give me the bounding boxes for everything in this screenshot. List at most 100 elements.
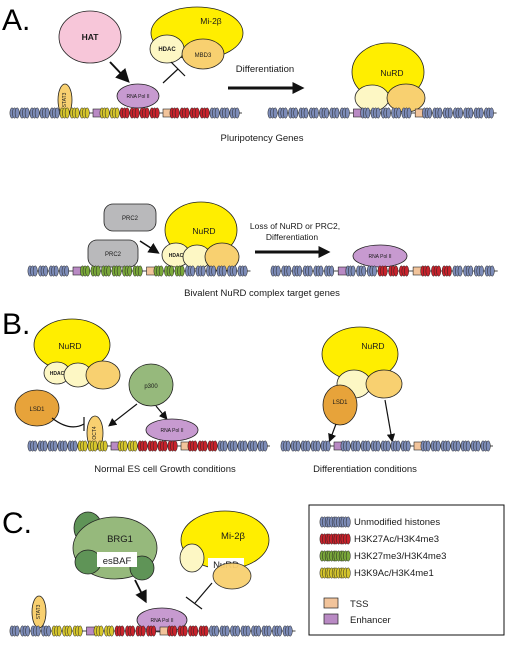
loss-caption-line1: Loss of NuRD or PRC2,: [250, 221, 340, 231]
histone-nucleosome: [288, 107, 299, 119]
histone-nucleosome: [442, 107, 453, 119]
histone-nucleosome: [227, 440, 238, 452]
histone-nucleosome: [340, 440, 351, 452]
panel-label-c: C.: [2, 507, 32, 540]
histone-nucleosome: [440, 440, 451, 452]
histone-nucleosome: [270, 265, 281, 277]
histone-nucleosome: [480, 440, 491, 452]
histone-nucleosome: [177, 625, 188, 637]
histone-nucleosome: [324, 265, 335, 277]
histone-nucleosome: [47, 440, 58, 452]
histone-nucleosome: [80, 265, 91, 277]
histone-nucleosome: [300, 440, 311, 452]
histone-nucleosome: [281, 265, 292, 277]
chromatin-bivalent-left: [27, 265, 251, 277]
nurd-label-bivalent: NuRD: [192, 226, 215, 236]
histone-nucleosome: [219, 107, 230, 119]
histone-nucleosome: [366, 265, 377, 277]
histone-nucleosome: [302, 265, 313, 277]
chromatin-c: [9, 625, 296, 637]
histone-nucleosome: [370, 440, 381, 452]
histone-nucleosome: [388, 265, 399, 277]
nurd-label-b-left: NuRD: [58, 341, 81, 351]
histone-nucleosome: [135, 625, 146, 637]
mi2b-inhibition-a: [162, 61, 186, 84]
histone-nucleosome: [104, 625, 115, 637]
histone-nucleosome: [195, 265, 206, 277]
histone-nucleosome: [132, 265, 143, 277]
chromatin-b-left: [27, 440, 270, 452]
pluripotency-caption: Pluripotency Genes: [221, 133, 304, 144]
nurd-label-a: NuRD: [380, 68, 403, 78]
histone-nucleosome: [340, 533, 351, 545]
histone-nucleosome: [90, 265, 101, 277]
lsd1-inhibition-b: [51, 417, 85, 431]
brg1-label: BRG1: [107, 534, 133, 545]
hat-protein: HAT: [58, 10, 122, 64]
normal-caption: Normal ES cell Growth conditions: [94, 464, 236, 475]
histone-nucleosome: [199, 107, 210, 119]
histone-nucleosome: [339, 107, 350, 119]
enhancer-box: [72, 266, 82, 276]
histone-nucleosome: [117, 440, 128, 452]
panel-label-b: B.: [2, 308, 30, 341]
histone-nucleosome: [272, 625, 283, 637]
histone-nucleosome: [209, 107, 220, 119]
legend-item-label: H3K9Ac/H3K4me1: [354, 568, 434, 579]
lsd1-b-right: LSD1: [322, 384, 358, 426]
histone-nucleosome: [473, 265, 484, 277]
histone-nucleosome: [48, 265, 59, 277]
histone-nucleosome: [122, 265, 133, 277]
histone-nucleosome: [79, 107, 90, 119]
lsd1-to-enhancer-arrow: [328, 423, 337, 443]
mi2b-nurd-complex-c: Mi-2β NuRD NuRD: [179, 510, 270, 590]
histone-nucleosome: [207, 440, 218, 452]
differentiation-caption-a: Differentiation: [236, 64, 294, 75]
histone-nucleosome: [229, 107, 240, 119]
histone-nucleosome: [114, 625, 125, 637]
nurd-complex-b-left: NuRD HDAC: [33, 318, 121, 390]
rna-pol-label-c: RNA Pol II: [150, 618, 173, 624]
oct4-label-b: OCT4: [92, 426, 98, 440]
histone-nucleosome: [188, 625, 199, 637]
rna-pol-b: RNA Pol II: [145, 418, 199, 442]
histone-nucleosome: [422, 107, 433, 119]
histone-nucleosome: [441, 265, 452, 277]
histone-nucleosome: [127, 440, 138, 452]
histone-nucleosome: [432, 107, 443, 119]
histone-nucleosome: [350, 440, 361, 452]
bivalent-caption: Bivalent NuRD complex target genes: [184, 288, 340, 299]
histone-nucleosome: [59, 107, 70, 119]
histone-nucleosome: [310, 440, 321, 452]
histone-nucleosome: [261, 625, 272, 637]
histone-nucleosome: [109, 107, 120, 119]
histone-nucleosome: [27, 265, 38, 277]
histone-nucleosome: [484, 265, 495, 277]
legend-enhancer-swatch: [323, 613, 339, 625]
histone-nucleosome: [41, 625, 52, 637]
lsd1-label-b-right: LSD1: [332, 400, 348, 406]
histone-nucleosome: [27, 440, 38, 452]
histone-nucleosome: [237, 440, 248, 452]
mi2b-complex-a: Mi-2β HDAC MBD3: [149, 6, 244, 70]
histone-nucleosome: [97, 440, 108, 452]
histone-nucleosome: [189, 107, 200, 119]
legend-item: H3K27me3/H3K4me3: [319, 550, 446, 562]
mi2b-label-a: Mi-2β: [200, 16, 222, 26]
rna-pol-a: RNA Pol II: [116, 83, 160, 109]
prc2-top: PRC2: [103, 203, 157, 232]
histone-nucleosome: [217, 440, 228, 452]
histone-nucleosome: [329, 107, 340, 119]
legend-item-label: Unmodified histones: [354, 517, 440, 528]
legend-tss-swatch: [323, 597, 339, 609]
lsd1-label-b-left: LSD1: [29, 407, 45, 413]
hdac-label-b: HDAC: [50, 371, 65, 377]
histone-nucleosome: [30, 625, 41, 637]
panel-label-a: A.: [2, 4, 30, 37]
esbaf-label: esBAF: [103, 556, 132, 567]
legend: Unmodified histonesH3K27Ac/H3K4me3H3K27m…: [308, 504, 505, 636]
histone-nucleosome: [460, 440, 471, 452]
prc2-arrow: [139, 240, 160, 254]
histone-nucleosome: [129, 107, 140, 119]
histone-nucleosome: [430, 440, 441, 452]
